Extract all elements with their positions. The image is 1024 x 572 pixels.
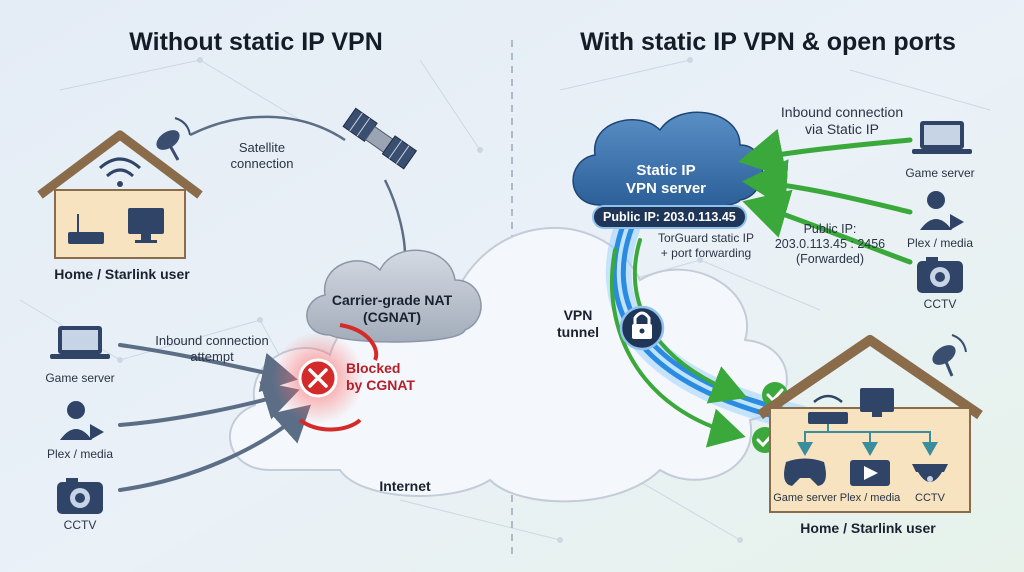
left-title: Without static IP VPN [129, 28, 383, 56]
internet-label: Internet [379, 478, 431, 494]
home-device-cctv: CCTV [915, 492, 945, 504]
left-inbound-label: Inbound connection attempt [155, 333, 269, 364]
satellite-label: Satellite connection [230, 140, 294, 171]
vpn-tunnel-label: VPN tunnel [557, 307, 599, 340]
left-game-server-icon [50, 326, 110, 359]
left-plex-icon [60, 401, 104, 440]
right-title: With static IP VPN & open ports [580, 28, 956, 56]
blocked-label: Blocked by CGNAT [346, 360, 415, 393]
vpn-server-label: Static IP VPN server [625, 162, 707, 197]
cgnat-cloud [306, 249, 482, 343]
right-game-server-icon [912, 121, 972, 154]
lock-icon [619, 305, 665, 351]
home-device-plex: Plex / media [839, 492, 901, 504]
left-house-icon [37, 130, 203, 259]
right-dish-icon [932, 334, 967, 377]
torguard-label: TorGuard static IP + port forwarding [657, 231, 755, 260]
right-client-cctv: CCTV [923, 297, 957, 311]
right-client-plex: Plex / media [906, 236, 974, 250]
left-client-plex: Plex / media [46, 447, 114, 461]
cgnat-label: Carrier-grade NAT (CGNAT) [331, 292, 453, 325]
left-dish-icon [156, 117, 191, 161]
right-cctv-icon [917, 257, 963, 293]
right-inbound-label: Inbound connection via Static IP [780, 104, 904, 137]
home-device-game-server: Game server [773, 492, 837, 504]
right-home-label: Home / Starlink user [800, 520, 936, 536]
left-client-cctv: CCTV [63, 518, 97, 532]
public-ip-pill: Public IP: 203.0.113.45 [592, 205, 747, 229]
left-cctv-icon [57, 478, 103, 514]
left-client-game-server: Game server [45, 371, 115, 385]
right-plex-icon [920, 191, 964, 230]
left-home-label: Home / Starlink user [54, 266, 190, 282]
blocked-icon [272, 323, 379, 432]
satellite-icon [342, 107, 418, 170]
right-house-icon [757, 335, 983, 513]
forward-label: Public IP: 203.0.113.45 : 2456 (Forwarde… [774, 222, 886, 266]
right-client-game-server: Game server [905, 166, 975, 180]
